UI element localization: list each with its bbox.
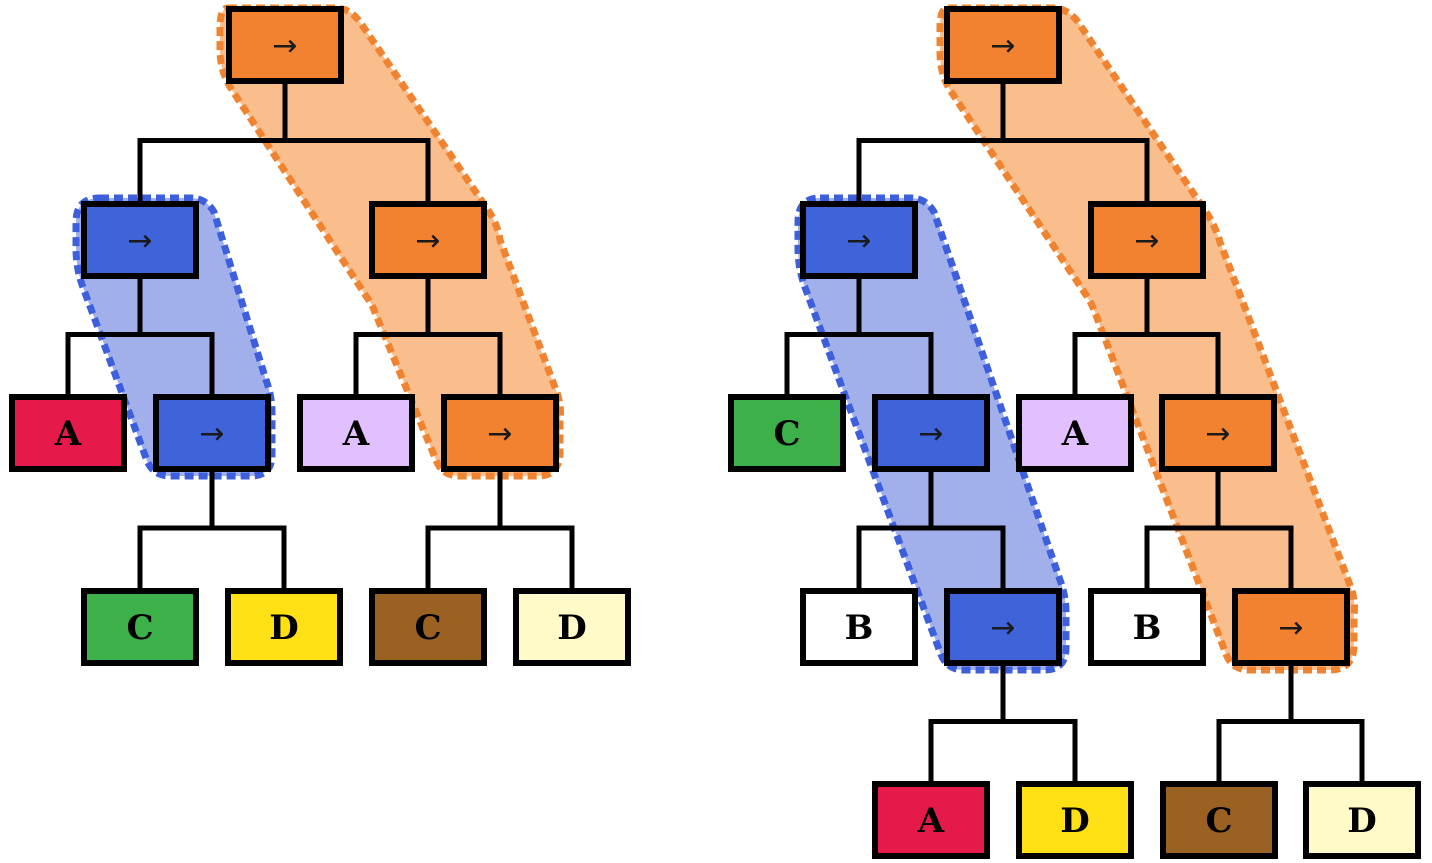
arrow-operator-icon: →	[918, 417, 943, 452]
edge-R-b3-to-R-A2	[928, 660, 1006, 787]
leaf-label: A	[917, 801, 945, 841]
leaf-label: C	[126, 608, 153, 648]
node-box	[800, 588, 918, 666]
edge-R-b2-to-R-b3	[928, 466, 1006, 594]
arrow-operator-icon: →	[990, 29, 1015, 64]
node-box	[369, 588, 487, 666]
arrow-operator-icon: →	[1134, 224, 1159, 259]
leaf-node-L-A1: A	[9, 394, 127, 472]
edge-R-b1-to-R-b2	[856, 273, 934, 400]
node-box	[9, 394, 127, 472]
edge-R-root-to-R-o2	[1000, 78, 1150, 207]
operator-node-L-root: →	[226, 6, 344, 84]
arrow-operator-icon: →	[272, 29, 297, 64]
leaf-node-L-D2: D	[513, 588, 631, 666]
highlight-regions	[72, 4, 1358, 674]
leaf-node-R-A1: A	[1016, 394, 1134, 472]
node-box	[944, 6, 1062, 84]
edge-L-o3-to-L-D2	[497, 466, 575, 594]
edge-R-b3-to-R-D1	[1000, 660, 1078, 787]
arrow-operator-icon: →	[1205, 417, 1230, 452]
node-box	[1016, 781, 1134, 859]
node-box	[800, 201, 918, 279]
operator-node-L-b1: →	[81, 201, 199, 279]
leaf-label: D	[557, 608, 586, 648]
operator-node-L-o3: →	[441, 394, 559, 472]
node-box	[513, 588, 631, 666]
leaf-label: D	[1347, 801, 1376, 841]
node-box	[225, 588, 343, 666]
operator-node-R-b3: →	[944, 588, 1062, 666]
leaf-label: B	[1133, 608, 1162, 648]
node-box	[226, 6, 344, 84]
node-box	[1232, 588, 1350, 666]
leaf-node-L-A2: A	[297, 394, 415, 472]
edge-L-b1-to-L-b2	[137, 273, 215, 400]
leaf-label: A	[342, 414, 370, 454]
leaf-node-L-C2: C	[369, 588, 487, 666]
leaf-label: D	[269, 608, 298, 648]
node-box	[441, 394, 559, 472]
leaf-node-R-D1: D	[1016, 781, 1134, 859]
operator-node-R-b1: →	[800, 201, 918, 279]
arrow-operator-icon: →	[1278, 611, 1303, 646]
arrow-operator-icon: →	[415, 224, 440, 259]
leaf-node-L-D1: D	[225, 588, 343, 666]
node-box	[944, 588, 1062, 666]
edge-L-b2-to-L-D1	[209, 466, 287, 594]
operator-node-R-o3: →	[1159, 394, 1277, 472]
leaf-node-R-B2: B	[1088, 588, 1206, 666]
node-box	[153, 394, 271, 472]
edge-R-o3-to-R-o4	[1215, 466, 1294, 594]
leaf-node-R-D2: D	[1303, 781, 1421, 859]
node-box	[369, 201, 487, 279]
leaf-node-R-A2: A	[872, 781, 990, 859]
operator-node-R-o4: →	[1232, 588, 1350, 666]
node-box	[297, 394, 415, 472]
leaf-label: A	[54, 414, 82, 454]
leaf-label: C	[773, 414, 800, 454]
arrow-operator-icon: →	[127, 224, 152, 259]
edge-L-o2-to-L-o3	[425, 273, 503, 400]
leaf-node-L-C1: C	[81, 588, 199, 666]
leaf-node-R-C1: C	[728, 394, 846, 472]
operator-node-R-root: →	[944, 6, 1062, 84]
leaf-node-R-B1: B	[800, 588, 918, 666]
arrow-operator-icon: →	[487, 417, 512, 452]
edges-layer	[65, 78, 1365, 787]
node-box	[1088, 588, 1206, 666]
nodes-layer: → → → A → A → C D C D → → → C → A → B → B → A D C D	[9, 6, 1421, 859]
leaf-label: C	[1205, 801, 1232, 841]
node-box	[1016, 394, 1134, 472]
node-box	[1088, 201, 1206, 279]
node-box	[1303, 781, 1421, 859]
edge-R-o4-to-R-D2	[1288, 660, 1365, 787]
edge-L-b2-to-L-C1	[137, 466, 215, 594]
right-orange-highlight	[936, 4, 1358, 674]
node-box	[1159, 394, 1277, 472]
leaf-label: B	[845, 608, 874, 648]
node-box	[1160, 781, 1278, 859]
leaf-label: D	[1060, 801, 1089, 841]
arrow-operator-icon: →	[990, 611, 1015, 646]
node-box	[81, 201, 199, 279]
arrow-operator-icon: →	[846, 224, 871, 259]
edge-R-o4-to-R-C2	[1216, 660, 1294, 787]
operator-node-R-b2: →	[872, 394, 990, 472]
node-box	[872, 781, 990, 859]
edge-L-o3-to-L-C2	[425, 466, 503, 594]
node-box	[872, 394, 990, 472]
leaf-label: A	[1061, 414, 1089, 454]
arrow-operator-icon: →	[199, 417, 224, 452]
leaf-node-R-C2: C	[1160, 781, 1278, 859]
node-box	[81, 588, 199, 666]
operator-node-L-o2: →	[369, 201, 487, 279]
edge-R-o2-to-R-o3	[1144, 273, 1221, 400]
leaf-label: C	[414, 608, 441, 648]
edge-L-root-to-L-o2	[282, 78, 431, 207]
operator-node-L-b2: →	[153, 394, 271, 472]
node-box	[728, 394, 846, 472]
operator-node-R-o2: →	[1088, 201, 1206, 279]
